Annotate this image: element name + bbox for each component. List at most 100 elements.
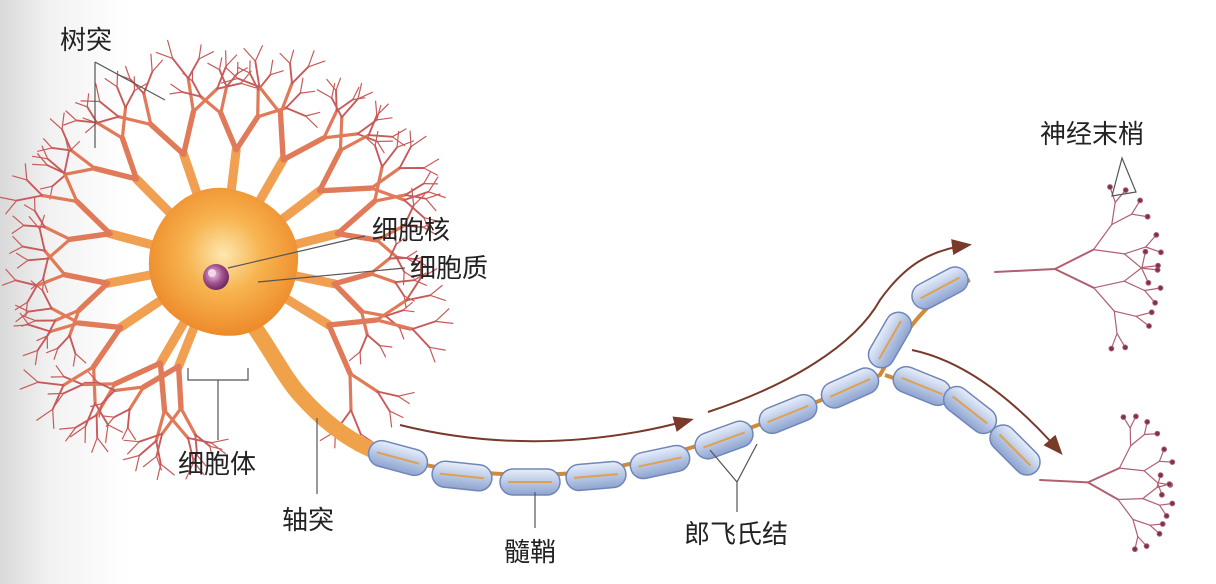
dendrite-branch bbox=[96, 437, 109, 453]
dendrite-branch bbox=[185, 461, 195, 480]
nucleolus bbox=[208, 269, 216, 277]
conduction-arrow-1 bbox=[399, 416, 694, 443]
dendrite-branch bbox=[92, 165, 140, 182]
dendrite-branch bbox=[51, 384, 65, 411]
dendrite-branch bbox=[179, 406, 197, 437]
dendrite-branch bbox=[225, 54, 238, 67]
terminal-branch bbox=[1118, 467, 1145, 472]
myelin-axon-core bbox=[829, 378, 871, 398]
dendrite-branch bbox=[307, 60, 326, 68]
dendrite-branch bbox=[254, 45, 263, 62]
dendrite-branch bbox=[188, 454, 198, 468]
synaptic-knob bbox=[1132, 546, 1138, 553]
dendrite-branch bbox=[68, 334, 77, 355]
dendrite-branch bbox=[428, 346, 446, 351]
synaptic-knob bbox=[1108, 345, 1115, 352]
dendrite-branch bbox=[54, 392, 65, 406]
dendrite-branch bbox=[151, 59, 164, 73]
dendrite-branch bbox=[395, 237, 405, 246]
dendrite-branch bbox=[194, 433, 211, 448]
dendrite-branch bbox=[112, 360, 164, 387]
dendrite-branch bbox=[216, 82, 242, 90]
dendrite-branch bbox=[121, 427, 129, 440]
dendrite-branch bbox=[422, 220, 436, 228]
dendrite-branch bbox=[338, 115, 344, 152]
dendrite-branch bbox=[299, 90, 316, 94]
dendrite-branch bbox=[291, 65, 310, 85]
axon-terminal-branches bbox=[994, 184, 1176, 553]
myelin-axon-core bbox=[878, 320, 902, 360]
cell-body bbox=[148, 187, 299, 336]
dendrite-branch bbox=[69, 148, 97, 171]
dendrite-branch bbox=[55, 365, 65, 378]
leader-dendrite bbox=[94, 61, 166, 148]
dendrite-branch bbox=[402, 309, 415, 313]
dendrite-branch bbox=[269, 59, 274, 76]
dendrite-branch bbox=[364, 135, 376, 147]
dendrite-branch bbox=[155, 439, 162, 466]
dendrite-branch bbox=[334, 230, 380, 243]
terminal-branch bbox=[1039, 479, 1089, 484]
terminal-branch bbox=[1123, 253, 1143, 269]
dendrite-branch bbox=[299, 77, 304, 94]
dendrite-branch bbox=[126, 408, 131, 429]
label-axon: 轴突 bbox=[282, 506, 335, 536]
synaptic-knob bbox=[1142, 248, 1149, 255]
dendrite-branch bbox=[376, 140, 385, 154]
dendrite-branch bbox=[289, 49, 295, 65]
dendrite-branch bbox=[84, 402, 97, 428]
dendrite-branch bbox=[100, 389, 116, 405]
dendrite-branch bbox=[414, 258, 427, 266]
dendrite-branch bbox=[148, 121, 187, 158]
dendrite-branch bbox=[340, 97, 359, 119]
dendrite-branch bbox=[187, 437, 195, 463]
dendrite-branch bbox=[375, 224, 406, 242]
dendrite-branch bbox=[237, 67, 248, 74]
dendrite-branch bbox=[375, 100, 378, 117]
dendrite-branch bbox=[52, 408, 55, 429]
dendrite-branch bbox=[69, 425, 87, 438]
dendrite-branch bbox=[413, 279, 427, 286]
synaptic-knob bbox=[1169, 500, 1176, 507]
dendrite-branch bbox=[405, 250, 418, 259]
synaptic-knob bbox=[1107, 184, 1113, 190]
myelin-axon-core bbox=[573, 473, 619, 479]
dendrite-branch bbox=[25, 178, 44, 197]
label-dendrite: 树突 bbox=[60, 26, 113, 56]
dendrite-branch bbox=[394, 279, 416, 284]
dendrite-branch bbox=[316, 185, 374, 194]
dendrite-branch bbox=[98, 403, 103, 418]
synaptic-knob bbox=[1154, 430, 1161, 437]
dendrite-branch bbox=[236, 77, 261, 88]
dendrite-branch bbox=[49, 118, 63, 130]
dendrite-branch bbox=[0, 196, 18, 202]
dendrite-branch bbox=[65, 110, 78, 122]
dendrite-branch bbox=[376, 390, 400, 398]
dendrite-branch bbox=[95, 414, 99, 439]
dendrite-branch bbox=[425, 198, 437, 212]
dendrite-branch bbox=[113, 385, 146, 393]
dendrite-branch bbox=[35, 273, 67, 288]
dendrite-branch bbox=[422, 226, 437, 236]
dendrite-branch bbox=[373, 165, 384, 203]
dendrite-branch bbox=[32, 163, 48, 166]
dendrite-branch bbox=[116, 115, 153, 127]
dendrite-branch bbox=[27, 307, 53, 313]
dendrite-branch bbox=[218, 68, 228, 88]
myelin-axon-core bbox=[702, 431, 746, 449]
dendrite-branch bbox=[389, 410, 393, 428]
terminal-branch bbox=[1143, 460, 1161, 472]
dendrite-branch bbox=[398, 145, 412, 170]
dendrite-branch bbox=[256, 88, 260, 119]
dendrite-branch bbox=[37, 147, 53, 152]
dendrite-branch bbox=[348, 351, 361, 362]
dendrite-branch bbox=[359, 351, 362, 365]
synaptic-knob bbox=[1143, 543, 1150, 549]
dendrite-branch bbox=[369, 272, 397, 284]
dendrite-branch bbox=[15, 311, 30, 323]
dendrite-branch bbox=[219, 84, 229, 115]
dendrite-branch bbox=[269, 70, 284, 76]
synaptic-knob bbox=[1120, 414, 1127, 421]
dendrite-branch bbox=[61, 112, 65, 130]
